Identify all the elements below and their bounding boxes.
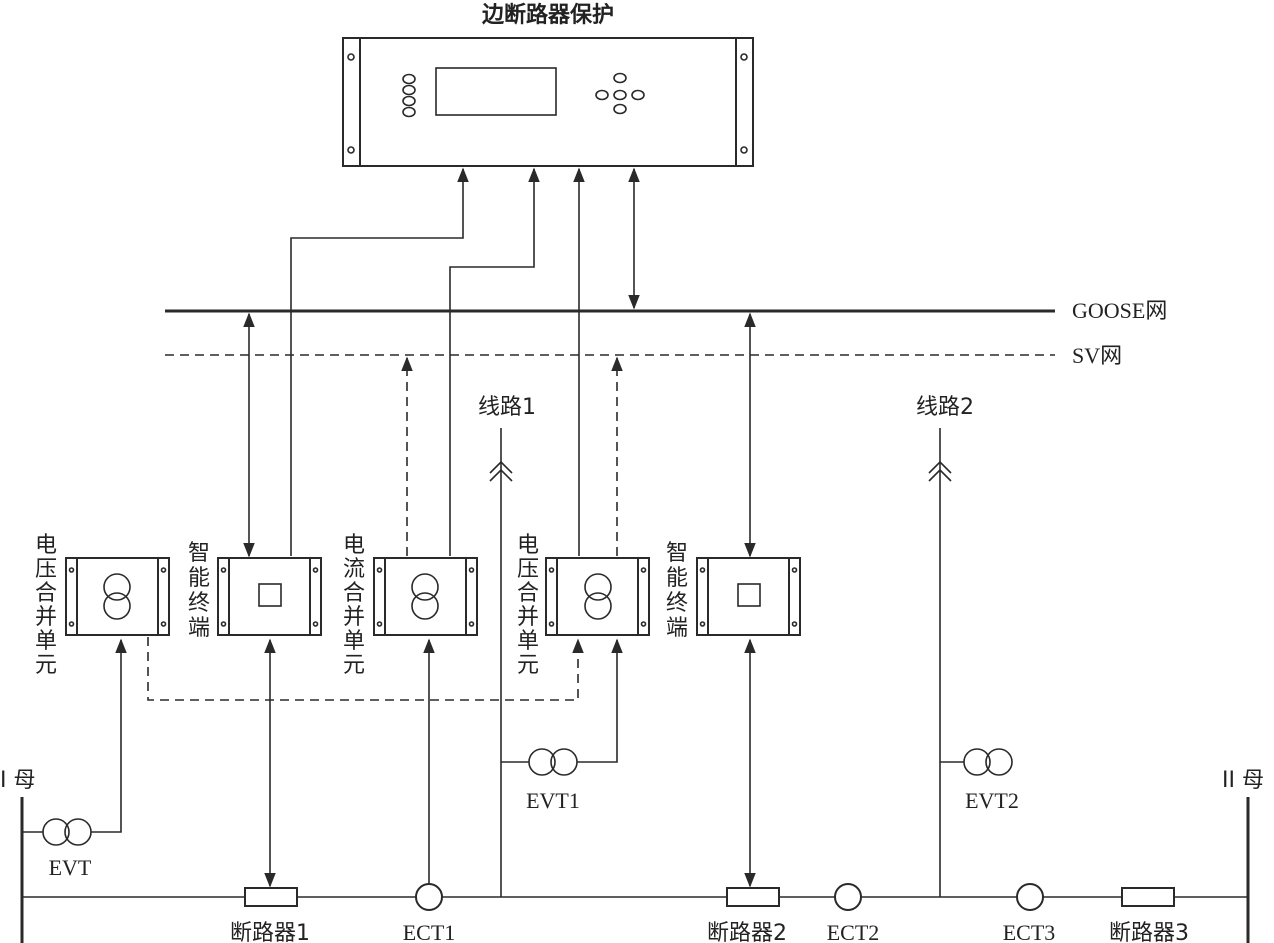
svg-text:单: 单 bbox=[343, 629, 365, 654]
evt-symbol bbox=[22, 638, 127, 846]
svg-text:能: 能 bbox=[666, 566, 688, 591]
svg-text:智: 智 bbox=[188, 541, 210, 566]
evt2-symbol bbox=[940, 748, 1013, 776]
intelligent-terminal-left bbox=[217, 557, 322, 636]
voltage-merging-unit-left bbox=[65, 557, 170, 636]
voltage-merging-unit-right bbox=[545, 557, 650, 636]
svg-text:并: 并 bbox=[517, 605, 539, 630]
ect2-label: ECT2 bbox=[827, 920, 880, 943]
sv-network-label: SV网 bbox=[1072, 343, 1122, 368]
device-keypad bbox=[595, 72, 645, 115]
svg-text:压: 压 bbox=[35, 557, 57, 582]
it-left-label: 智 能 终 端 bbox=[188, 541, 210, 641]
bus-i-label: I 母 bbox=[0, 768, 35, 793]
ect2-symbol bbox=[834, 883, 862, 911]
it-right-label: 智 能 终 端 bbox=[666, 541, 688, 641]
svg-text:并: 并 bbox=[35, 605, 57, 630]
svg-text:能: 能 bbox=[188, 566, 210, 591]
svg-text:电: 电 bbox=[35, 533, 57, 558]
svg-text:端: 端 bbox=[666, 616, 688, 641]
evt-label: EVT bbox=[49, 855, 92, 880]
svg-text:压: 压 bbox=[517, 557, 539, 582]
svg-text:电: 电 bbox=[343, 533, 365, 558]
line-1-label: 线路1 bbox=[478, 395, 536, 420]
breaker-3-label: 断路器3 bbox=[1109, 921, 1189, 943]
bus-ii-label: II 母 bbox=[1222, 768, 1264, 793]
breaker-protection-device bbox=[342, 37, 754, 167]
ect1-label: ECT1 bbox=[403, 920, 456, 943]
svg-text:终: 终 bbox=[666, 591, 688, 616]
svg-text:单: 单 bbox=[35, 629, 57, 654]
ect3-label: ECT3 bbox=[1003, 920, 1056, 943]
svg-text:元: 元 bbox=[35, 653, 57, 678]
svg-text:终: 终 bbox=[188, 591, 210, 616]
line-2-label: 线路2 bbox=[916, 395, 974, 420]
current-merging-unit bbox=[373, 557, 478, 636]
device-display-screen bbox=[435, 67, 557, 116]
line-2-outgoing-symbol bbox=[928, 460, 952, 474]
svg-text:智: 智 bbox=[666, 541, 688, 566]
line-1-outgoing-symbol bbox=[489, 460, 513, 474]
ect3-symbol bbox=[1016, 883, 1044, 911]
breaker-2 bbox=[726, 887, 780, 907]
intelligent-terminal-right bbox=[696, 557, 801, 636]
svg-text:合: 合 bbox=[517, 581, 539, 606]
device-led-indicators bbox=[402, 73, 416, 118]
svg-text:并: 并 bbox=[343, 605, 365, 630]
svg-text:单: 单 bbox=[517, 629, 539, 654]
ect1-symbol bbox=[415, 883, 443, 911]
breaker-3 bbox=[1121, 887, 1175, 907]
device-title: 边断路器保护 bbox=[481, 2, 614, 28]
breaker-2-label: 断路器2 bbox=[707, 921, 787, 943]
svg-text:端: 端 bbox=[188, 616, 210, 641]
evt1-label: EVT1 bbox=[526, 788, 580, 813]
vmu-right-label: 电 压 合 并 单 元 bbox=[517, 533, 539, 678]
svg-text:电: 电 bbox=[517, 533, 539, 558]
it-left-to-device-link bbox=[290, 167, 469, 556]
breaker-1-label: 断路器1 bbox=[230, 921, 310, 943]
svg-text:元: 元 bbox=[343, 653, 365, 678]
svg-text:合: 合 bbox=[35, 581, 57, 606]
svg-text:流: 流 bbox=[343, 557, 365, 582]
svg-text:合: 合 bbox=[343, 581, 365, 606]
vmu-left-label: 电 压 合 并 单 元 bbox=[35, 533, 57, 678]
evt1-symbol bbox=[501, 638, 623, 776]
cmu-to-device-link bbox=[449, 167, 540, 556]
vmu-voltage-dashed-link bbox=[147, 637, 584, 701]
cmu-label: 电 流 合 并 单 元 bbox=[343, 533, 365, 678]
goose-network-label: GOOSE网 bbox=[1072, 298, 1167, 323]
breaker-1 bbox=[244, 887, 298, 907]
svg-text:元: 元 bbox=[517, 653, 539, 678]
evt2-label: EVT2 bbox=[965, 788, 1019, 813]
